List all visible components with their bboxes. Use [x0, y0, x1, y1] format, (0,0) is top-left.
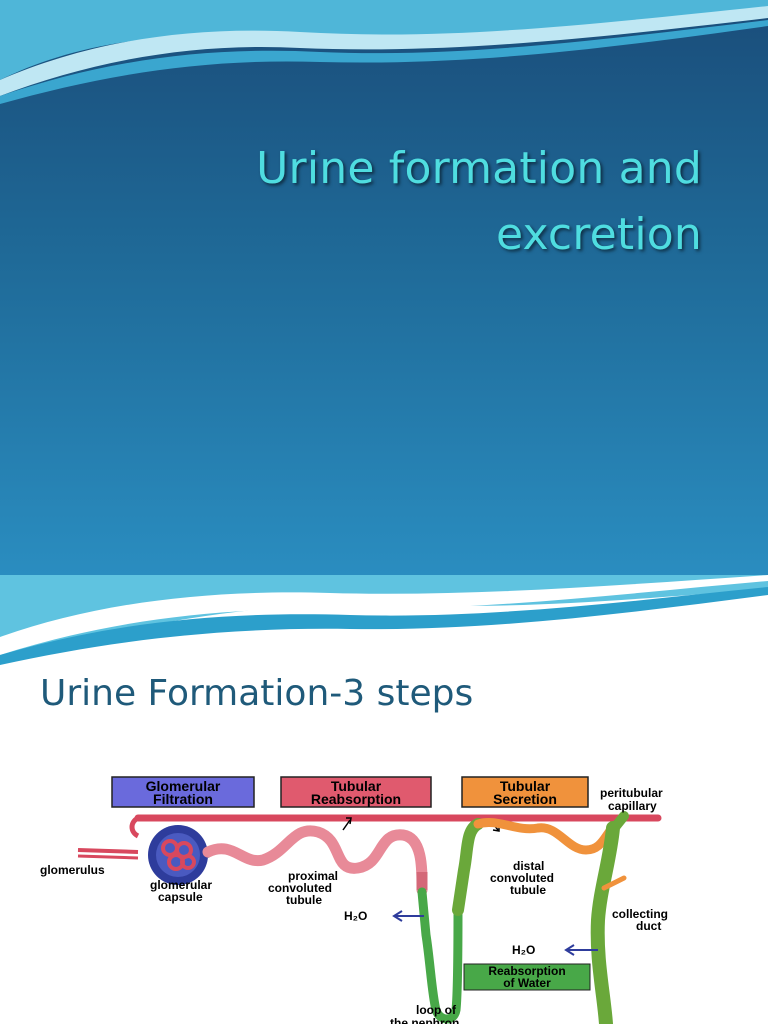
glomerulus	[161, 839, 196, 871]
title-line-1: Urine formation and	[256, 143, 702, 194]
content-slide: Urine Formation-3 steps	[0, 575, 768, 1024]
collecting-duct	[590, 821, 620, 1024]
nephron-diagram: Glomerular Filtration Tubular Reabsorpti…	[38, 760, 736, 1024]
step-1-line-2: Filtration	[153, 791, 213, 807]
label-h2o-b: H₂O	[512, 943, 535, 957]
label-loop-1: loop of	[416, 1003, 457, 1017]
label-glomerulus: glomerulus	[40, 863, 105, 877]
reabsorption-of-water-box	[463, 963, 591, 991]
label-distal-2: convoluted	[490, 871, 554, 885]
label-loop-2: the nephron	[390, 1016, 459, 1024]
wave-decoration	[0, 0, 768, 104]
distal-tubule	[473, 818, 621, 855]
label-peritubular: peritubular	[600, 786, 663, 800]
step-box-tubular-reabsorption	[280, 776, 432, 808]
label-collecting-2: duct	[636, 919, 661, 933]
label-capillary: capillary	[608, 799, 657, 813]
step-2-line-2: Reabsorption	[311, 791, 401, 807]
wave-decoration	[0, 575, 768, 665]
proximal-tubule	[202, 825, 428, 896]
title-slide: Urine formation and excretion	[0, 0, 768, 575]
step-box-tubular-secretion	[461, 776, 589, 808]
step-3-line-1: Tubular	[500, 778, 551, 794]
step-2-line-1: Tubular	[331, 778, 382, 794]
step-box-glomerular-filtration	[111, 776, 255, 808]
label-proximal-2: convoluted	[268, 881, 332, 895]
slide-title: Urine formation and excretion	[82, 136, 702, 268]
reabsorption-water-line-1: Reabsorption	[488, 964, 565, 978]
label-proximal-3: tubule	[286, 893, 322, 907]
label-capsule-2: capsule	[158, 890, 203, 904]
label-distal-1: distal	[513, 859, 544, 873]
step-3-line-2: Secretion	[493, 791, 557, 807]
label-proximal-1: proximal	[288, 869, 338, 883]
reabsorption-water-line-2: of Water	[503, 976, 551, 990]
slide-title: Urine Formation-3 steps	[40, 673, 474, 714]
loop-of-nephron	[417, 887, 463, 1024]
step-1-line-1: Glomerular	[146, 778, 221, 794]
label-distal-3: tubule	[510, 883, 546, 897]
label-collecting-1: collecting	[612, 907, 668, 921]
title-line-2: excretion	[495, 209, 702, 260]
label-h2o-a: H₂O	[344, 909, 367, 923]
label-capsule-1: glomerular	[150, 878, 212, 892]
